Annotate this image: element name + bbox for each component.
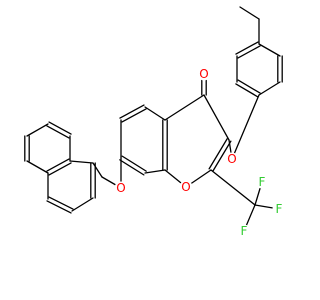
double-bond-line — [237, 45, 261, 59]
double-bond-line — [48, 162, 72, 176]
double-bond-line — [46, 158, 70, 172]
single-bond — [26, 123, 49, 137]
atom-f-top: F — [255, 175, 269, 189]
double-bond-line — [237, 79, 261, 94]
single-bond — [144, 169, 166, 174]
atom-o-ring: O — [179, 180, 193, 194]
atom-f-bottom: F — [237, 224, 251, 238]
single-bond — [26, 160, 49, 174]
atom-o-ether-naphthyl: O — [114, 181, 128, 195]
atom-label-o-ether-phenoxy: O — [227, 152, 236, 166]
double-bond-line — [48, 196, 74, 210]
atom-label-f-right: F — [276, 202, 283, 216]
double-bond-line — [121, 108, 147, 123]
single-bond — [231, 94, 260, 160]
double-bond-line — [119, 159, 145, 176]
double-bond-line — [46, 200, 72, 214]
single-bond — [258, 81, 281, 96]
single-bond — [71, 197, 94, 212]
double-bond-line — [235, 83, 259, 98]
atom-label-o-carbonyl: O — [199, 67, 208, 81]
atom-label-o-ring: O — [181, 180, 190, 194]
double-bond-line — [212, 140, 232, 172]
single-bond — [92, 162, 103, 178]
double-bond-line — [46, 125, 70, 139]
atom-label-f-top: F — [259, 175, 266, 189]
single-bond — [210, 169, 256, 206]
atom-f-right: F — [272, 202, 286, 216]
atom-label-layer: O O O O F F F — [114, 67, 286, 238]
double-bond-line — [208, 138, 228, 170]
single-bond — [164, 94, 205, 121]
double-bond-line — [121, 155, 147, 172]
atom-label-o-ether-naphthyl: O — [116, 181, 125, 195]
double-bond-line — [235, 41, 259, 55]
molecule-structure-diagram: O O O O F F F — [24, 6, 286, 238]
atom-o-carbonyl: O — [197, 67, 211, 81]
bond-layer — [24, 6, 283, 232]
double-bond-line — [119, 104, 145, 119]
single-bond — [258, 43, 281, 57]
atom-label-f-bottom: F — [241, 224, 248, 238]
single-bond — [203, 94, 230, 141]
atom-o-ether-phenoxy: O — [225, 152, 239, 166]
double-bond-line — [48, 121, 72, 135]
single-bond — [239, 6, 260, 20]
single-bond — [69, 160, 94, 164]
single-bond — [144, 106, 166, 121]
